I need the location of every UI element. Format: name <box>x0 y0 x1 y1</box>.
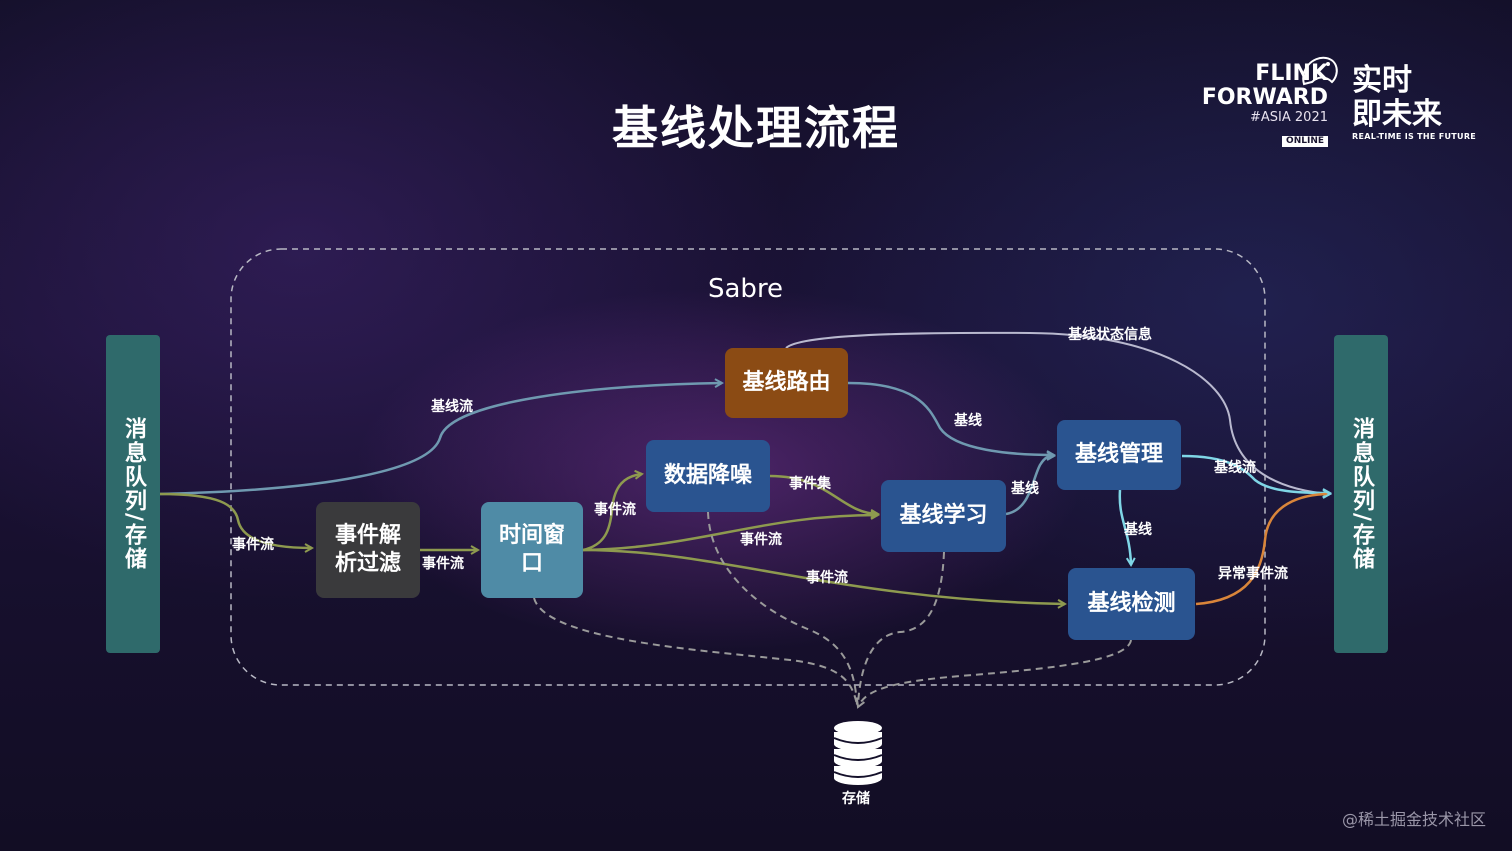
edge-label-anomaly-stream: 异常事件流 <box>1218 566 1288 582</box>
node-baseline-manage-label: 基线管理 <box>1074 442 1163 467</box>
edge-learn-to-manage <box>1005 456 1054 516</box>
node-baseline-router: 基线路由 <box>725 348 848 418</box>
edge-detect-anomaly-to-out <box>1195 494 1330 606</box>
message-queue-output-label: 消息队列/存储 <box>1349 416 1374 572</box>
edge-router-state-to-out <box>785 331 1330 494</box>
node-baseline-detect: 基线检测 <box>1068 568 1195 640</box>
logo-flink-text: FLINK <box>1255 61 1328 86</box>
node-time-window-line1: 时间窗 <box>498 523 565 548</box>
page-title: 基线处理流程 <box>612 101 900 155</box>
database-icon <box>833 721 883 785</box>
logo-forward-text: FORWARD <box>1201 85 1328 110</box>
sabre-container <box>230 248 1266 686</box>
logo-rt-line3: REAL-TIME IS THE FUTURE <box>1352 132 1477 141</box>
node-baseline-manage: 基线管理 <box>1057 420 1181 490</box>
realtime-future-logo: 实时 即未来 REAL-TIME IS THE FUTURE <box>1352 64 1476 142</box>
edge-label-baseline-stream-out: 基线流 <box>1214 460 1256 476</box>
edge-window-to-storage <box>533 597 858 706</box>
edge-baseline-stream-to-router <box>159 383 722 496</box>
edge-window-to-detect <box>582 548 1065 604</box>
node-event-parse-line1: 事件解 <box>334 523 401 548</box>
message-queue-input-label: 消息队列/存储 <box>121 416 146 572</box>
sabre-label: Sabre <box>708 274 784 304</box>
node-data-denoise-label: 数据降噪 <box>663 463 752 488</box>
logo-rt-line2: 即未来 <box>1352 97 1442 132</box>
storage-label: 存储 <box>842 791 870 807</box>
edge-label-event-stream-2: 事件流 <box>422 556 464 572</box>
edge-router-to-manage <box>847 381 1054 455</box>
edge-manage-to-detect <box>1118 489 1131 565</box>
message-queue-output: 消息队列/存储 <box>1334 335 1388 653</box>
node-baseline-learn-label: 基线学习 <box>899 503 988 528</box>
edge-label-event-stream-4: 事件流 <box>740 532 782 548</box>
flink-forward-logo: FLINK FORWARD #ASIA 2021 ONLINE <box>1196 62 1328 150</box>
node-time-window-line2: 口 <box>520 551 543 576</box>
message-queue-input: 消息队列/存储 <box>106 335 160 653</box>
node-event-parse-filter: 事件解 析过滤 <box>316 502 420 598</box>
edge-denoise-to-learn <box>769 474 878 514</box>
edge-label-baseline-router-out: 基线 <box>954 413 982 429</box>
node-event-parse-line2: 析过滤 <box>334 551 401 576</box>
edge-label-baseline-state: 基线状态信息 <box>1068 327 1152 343</box>
edge-label-event-stream-5: 事件流 <box>806 570 848 586</box>
edge-label-event-stream-3: 事件流 <box>594 502 636 518</box>
node-data-denoise: 数据降噪 <box>646 440 770 512</box>
edge-label-event-set: 事件集 <box>789 476 831 492</box>
node-baseline-router-label: 基线路由 <box>742 370 831 395</box>
edge-label-baseline-stream: 基线流 <box>431 399 473 415</box>
edge-window-to-learn <box>582 515 878 552</box>
edge-window-to-denoise <box>582 474 642 552</box>
edge-event-to-parse <box>159 492 312 548</box>
edge-denoise-to-storage <box>707 511 858 706</box>
node-baseline-learn: 基线学习 <box>881 480 1006 552</box>
squirrel-icon <box>1302 56 1338 86</box>
edge-learn-to-storage <box>857 551 945 706</box>
edge-detect-to-storage <box>858 639 1132 707</box>
logo-asia-text: #ASIA 2021 <box>1250 110 1328 125</box>
edge-label-baseline-learn-out: 基线 <box>1011 481 1039 497</box>
edge-manage-to-out <box>1181 454 1330 493</box>
logo-rt-line1: 实时 <box>1352 63 1412 98</box>
watermark: @稀土掘金技术社区 <box>1341 810 1486 829</box>
node-baseline-detect-label: 基线检测 <box>1087 591 1176 616</box>
node-time-window: 时间窗 口 <box>481 502 583 598</box>
edge-label-event-stream-1: 事件流 <box>232 537 274 553</box>
logo-online-badge: ONLINE <box>1282 136 1328 147</box>
edge-label-baseline-manage-out: 基线 <box>1124 522 1152 538</box>
